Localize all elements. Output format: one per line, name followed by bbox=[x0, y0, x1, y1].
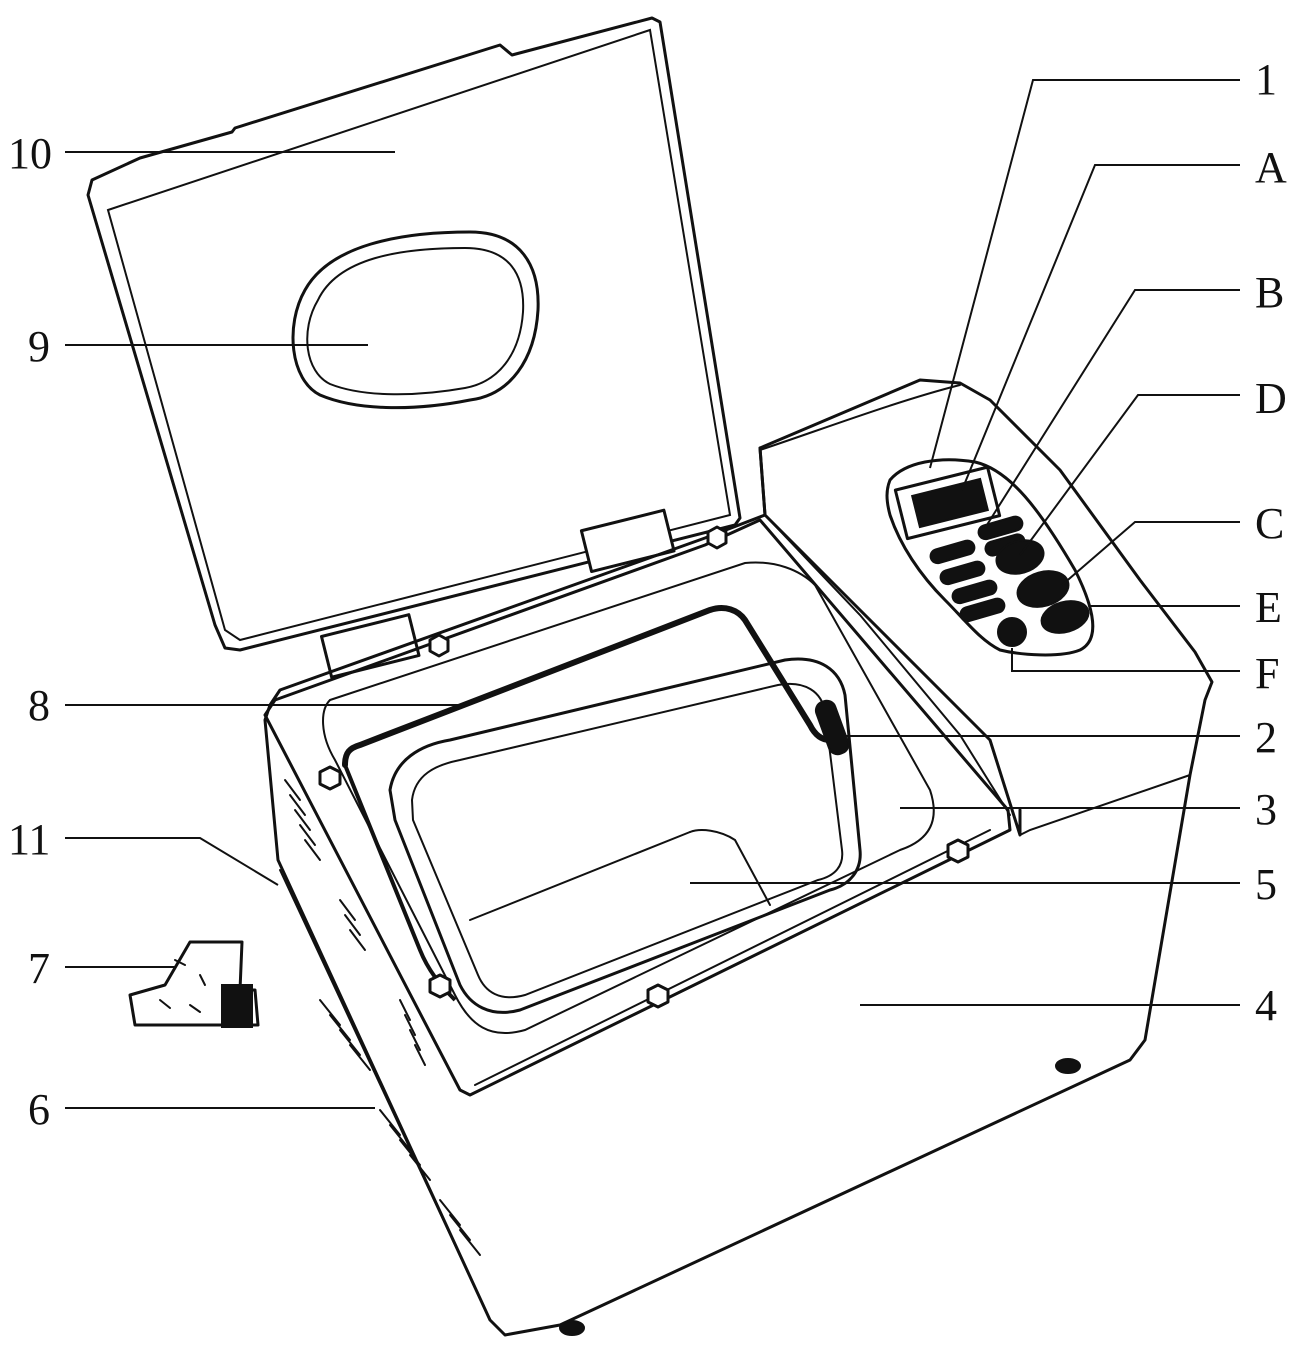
button-f bbox=[997, 617, 1027, 647]
machine-body bbox=[263, 378, 1214, 1337]
label-c: C bbox=[1255, 499, 1284, 548]
label-f: F bbox=[1255, 649, 1279, 698]
label-e: E bbox=[1255, 583, 1282, 632]
label-d: D bbox=[1255, 374, 1287, 423]
button-e bbox=[1040, 600, 1090, 634]
pan-handle bbox=[342, 605, 850, 1002]
callout-labels: 1 A B D C E F 2 3 5 4 10 9 8 11 7 6 bbox=[8, 55, 1287, 1134]
button-d bbox=[995, 539, 1045, 575]
button-c bbox=[1016, 570, 1070, 608]
lid bbox=[86, 16, 742, 679]
control-panel bbox=[885, 458, 1095, 657]
label-10: 10 bbox=[8, 129, 52, 178]
bread-pan bbox=[388, 657, 862, 1014]
label-5: 5 bbox=[1255, 860, 1277, 909]
label-11: 11 bbox=[8, 815, 50, 864]
rim-screws bbox=[318, 525, 970, 1009]
label-2: 2 bbox=[1255, 713, 1277, 762]
handle-hinge bbox=[814, 699, 850, 756]
label-9: 9 bbox=[28, 322, 50, 371]
label-b: B bbox=[1255, 268, 1284, 317]
label-6: 6 bbox=[28, 1085, 50, 1134]
leader-lines bbox=[65, 79, 1240, 1109]
lid-window bbox=[291, 230, 540, 410]
label-4: 4 bbox=[1255, 981, 1277, 1030]
control-housing bbox=[758, 384, 1022, 837]
label-a: A bbox=[1255, 143, 1287, 192]
kneading-blade bbox=[128, 940, 260, 1028]
label-1: 1 bbox=[1255, 55, 1277, 104]
label-3: 3 bbox=[1255, 785, 1277, 834]
label-7: 7 bbox=[28, 944, 50, 993]
ventilation-slots bbox=[284, 779, 481, 1256]
baking-chamber bbox=[263, 518, 1012, 1097]
label-8: 8 bbox=[28, 681, 50, 730]
